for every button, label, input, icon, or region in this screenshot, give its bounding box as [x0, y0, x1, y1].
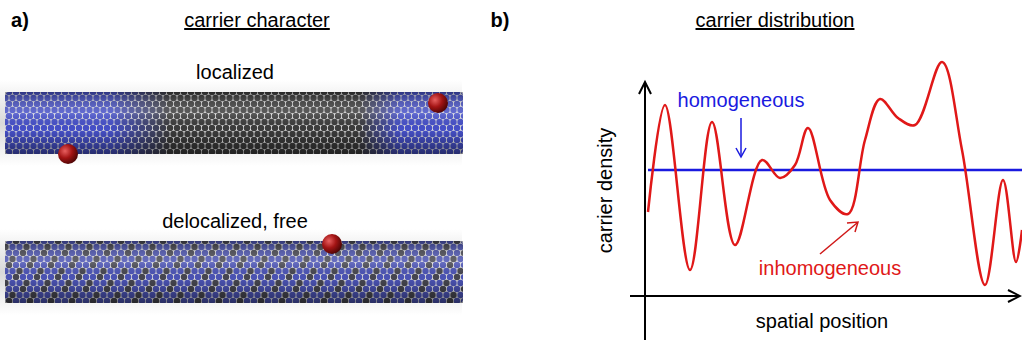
- tube-background: [0, 80, 462, 166]
- series-label: inhomogeneous: [757, 257, 903, 280]
- charge-carrier: [58, 144, 78, 164]
- panel-title: carrier distribution: [696, 9, 855, 32]
- tube-shading: [5, 92, 463, 154]
- y-axis: [644, 84, 646, 340]
- state-label: localized: [196, 61, 274, 84]
- state-label: delocalized, free: [162, 210, 308, 233]
- pointer-arrow: [740, 118, 742, 156]
- series-label: homogeneous: [678, 89, 805, 112]
- nanotube-localized: [5, 92, 463, 154]
- pointer-arrowhead: [736, 148, 746, 157]
- x-axis: [630, 295, 1018, 297]
- panel-title: carrier character: [184, 9, 330, 32]
- tube-background: [0, 229, 462, 315]
- panel-letter: b): [491, 9, 510, 32]
- axis-arrowhead: [1008, 290, 1020, 302]
- tube-shading: [5, 241, 463, 303]
- charge-carrier: [428, 93, 448, 113]
- pointer-arrow: [820, 223, 857, 254]
- axis-title: carrier density: [594, 127, 617, 253]
- inhomogeneous-curve: [648, 62, 1022, 285]
- nanotube-delocalized: [5, 241, 463, 303]
- panel-letter: a): [11, 9, 29, 32]
- charge-carrier: [322, 234, 342, 254]
- axis-arrowhead: [639, 82, 651, 94]
- pointer-arrowhead: [847, 222, 858, 232]
- axis-title: spatial position: [756, 310, 888, 333]
